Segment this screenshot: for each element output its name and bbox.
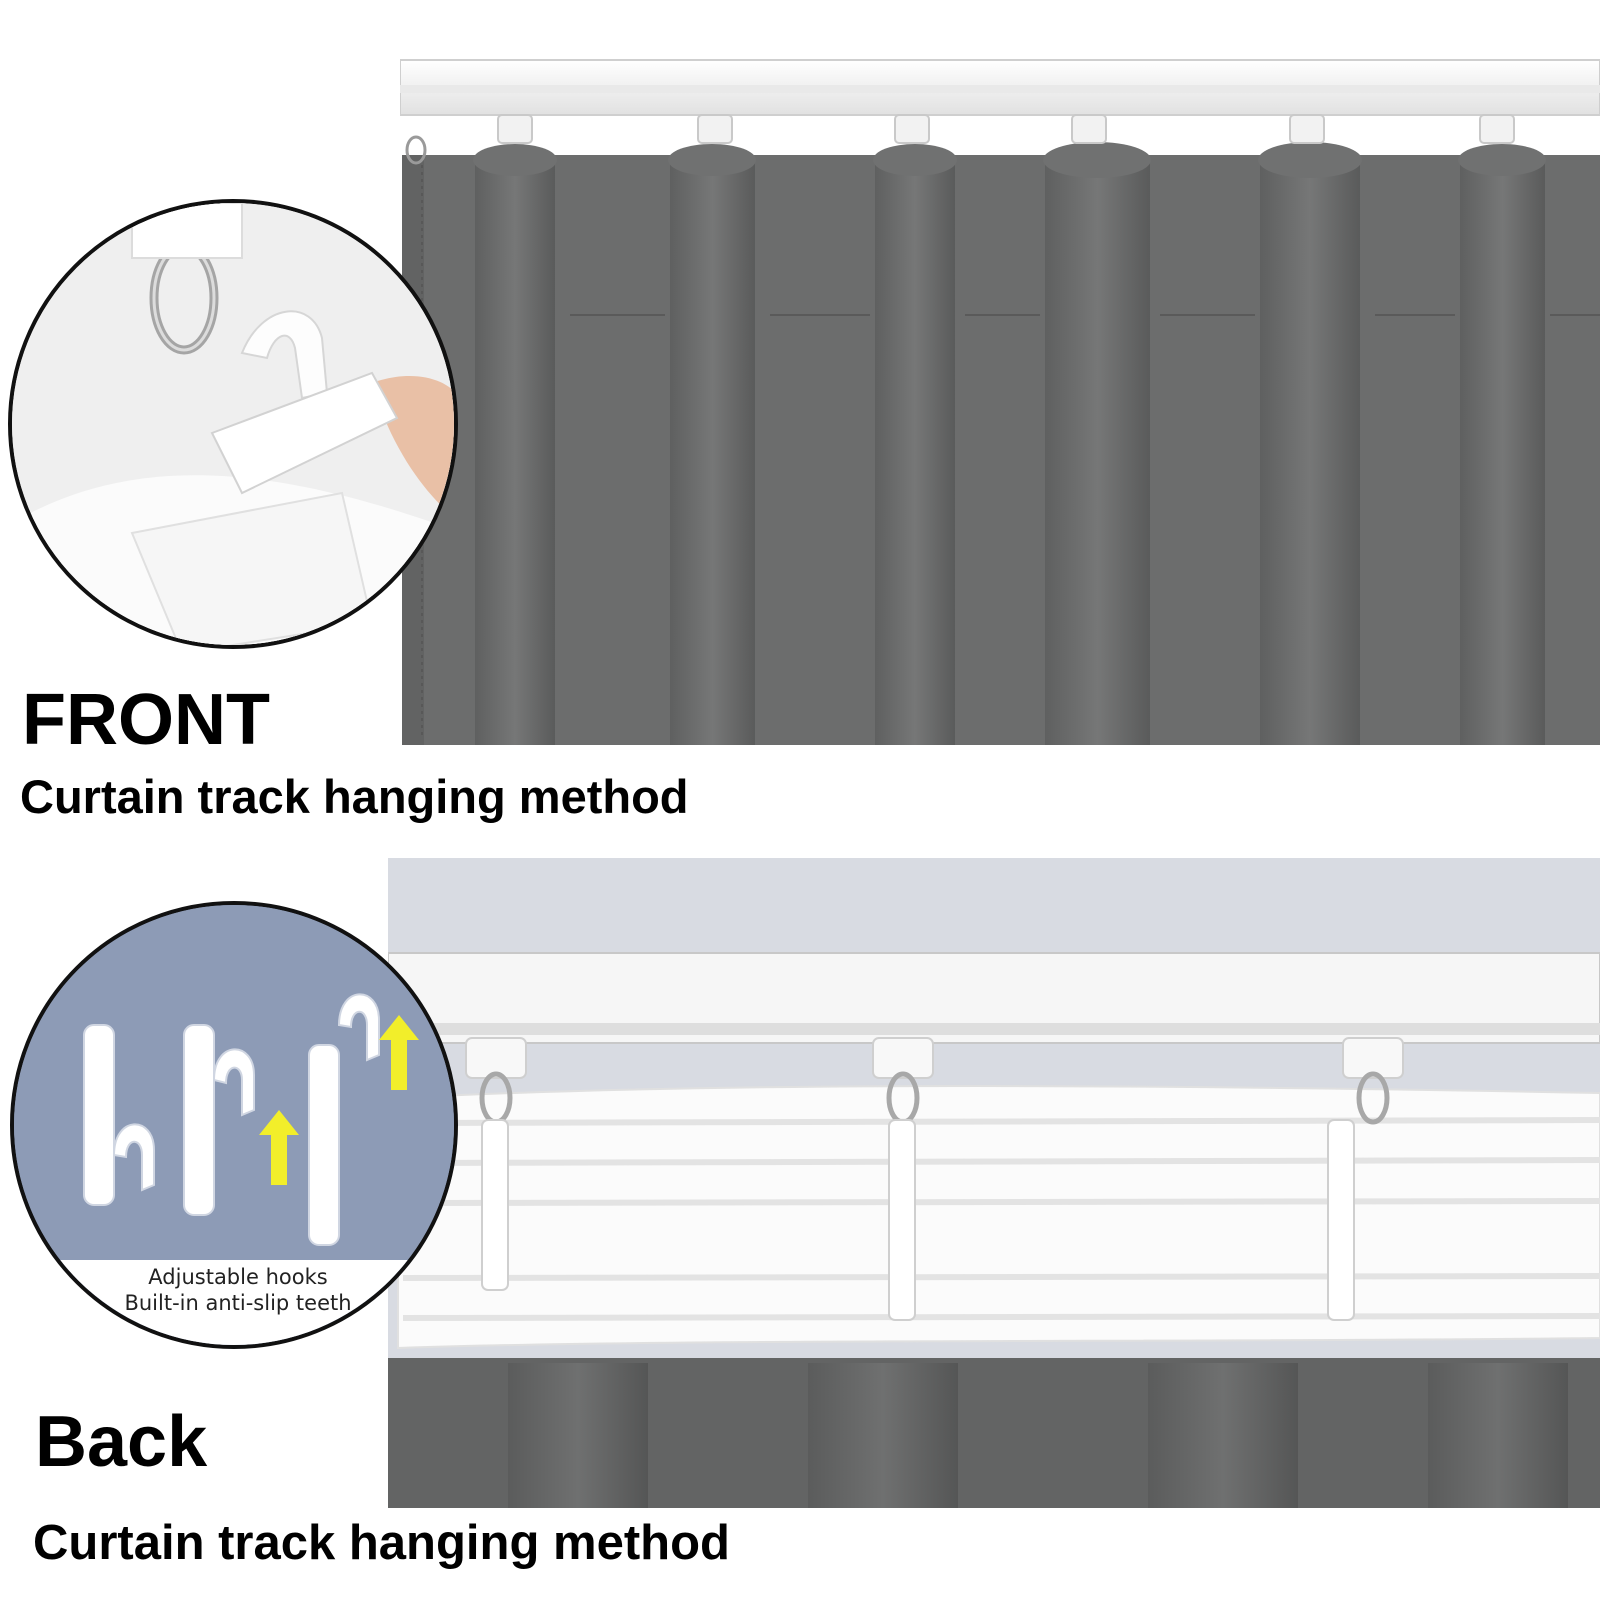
front-photo <box>399 55 1600 745</box>
adjustable-hooks-illustration <box>14 905 454 1345</box>
back-heading: Back <box>35 1402 208 1482</box>
front-subheading: Curtain track hanging method <box>20 770 689 823</box>
front-curtain-illustration <box>399 59 1600 745</box>
back-hooks-inset: Adjustable hooks Built-in anti-slip teet… <box>10 901 458 1349</box>
inset-caption-line1: Adjustable hooks <box>148 1265 328 1289</box>
back-photo <box>387 858 1600 1508</box>
hook-ring-closeup-illustration <box>12 203 454 645</box>
back-subheading: Curtain track hanging method <box>33 1516 730 1570</box>
front-hook-closeup <box>8 199 458 649</box>
inset-caption-line2: Built-in anti-slip teeth <box>124 1291 352 1315</box>
front-heading: FRONT <box>22 680 270 760</box>
up-arrow-icons <box>259 1015 419 1185</box>
back-curtain-illustration <box>387 858 1600 1508</box>
